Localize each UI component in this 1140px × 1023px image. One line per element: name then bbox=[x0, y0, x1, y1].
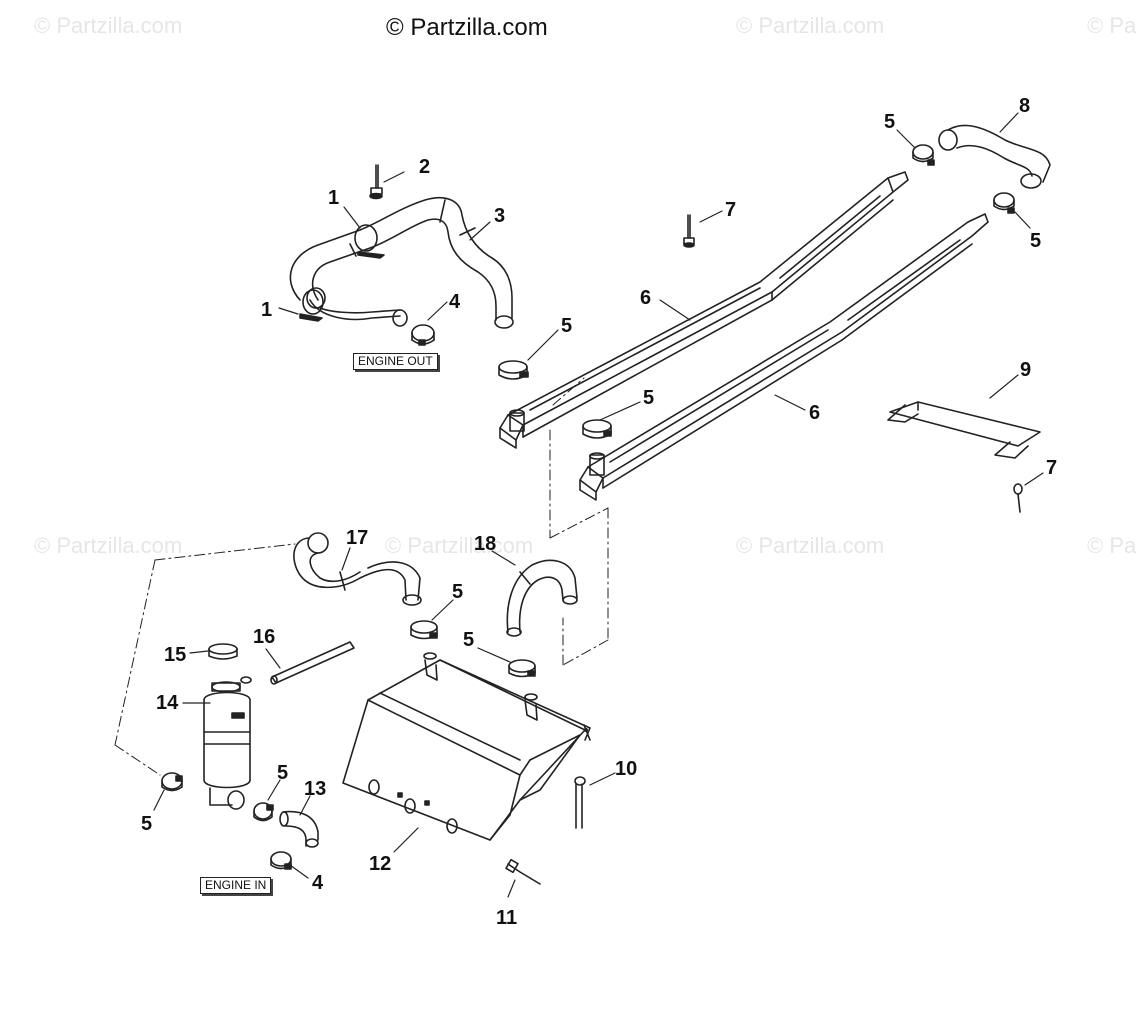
watermark: © Partzilla.com bbox=[34, 13, 183, 38]
clamp-part-1 bbox=[299, 224, 385, 322]
watermark: © Partzilla.com bbox=[385, 533, 534, 558]
hose-part-8 bbox=[938, 124, 1051, 189]
callout-4: 4 bbox=[449, 291, 461, 313]
callout-1: 1 bbox=[261, 299, 273, 321]
callout-16: 16 bbox=[253, 626, 276, 648]
callout-2: 2 bbox=[419, 156, 431, 178]
callout-11: 11 bbox=[496, 907, 518, 929]
copyright-notice: © Partzilla.com bbox=[386, 14, 548, 41]
clamp-part-4 bbox=[411, 324, 435, 346]
engine-out-label: ENGINE OUT bbox=[353, 353, 438, 370]
heat-exchanger-rail-upper bbox=[499, 171, 909, 449]
tank-part-12 bbox=[342, 652, 591, 841]
rivet-part-10 bbox=[574, 776, 586, 829]
callout-1: 1 bbox=[328, 187, 340, 209]
rivet-part-7 bbox=[1013, 483, 1023, 513]
callout-9: 9 bbox=[1020, 359, 1032, 381]
callout-5: 5 bbox=[463, 629, 475, 651]
callout-5: 5 bbox=[643, 387, 655, 409]
callout-5: 5 bbox=[884, 111, 896, 133]
cap-part-15 bbox=[208, 643, 238, 660]
clamp-part-5 bbox=[161, 144, 1015, 870]
watermark: © Partzilla.com bbox=[736, 13, 885, 38]
reservoir-part-14 bbox=[203, 676, 252, 810]
callout-4: 4 bbox=[312, 872, 324, 894]
sensor-part-11 bbox=[505, 858, 541, 885]
callout-6: 6 bbox=[809, 402, 821, 424]
bolt-part-2 bbox=[369, 164, 383, 200]
callout-13: 13 bbox=[304, 778, 327, 800]
bracket-part-9 bbox=[887, 401, 1041, 459]
leader-lines bbox=[153, 112, 1044, 898]
heat-exchanger-rail-lower bbox=[579, 213, 989, 501]
bolt-part-7 bbox=[683, 214, 695, 248]
engine-in-label: ENGINE IN bbox=[200, 877, 272, 894]
callout-3: 3 bbox=[494, 205, 506, 227]
callout-8: 8 bbox=[1019, 95, 1031, 117]
callout-5: 5 bbox=[1030, 230, 1042, 252]
hose-part-13 bbox=[279, 810, 319, 848]
callout-5: 5 bbox=[452, 581, 464, 603]
watermark: © Partzilla.com bbox=[34, 533, 183, 558]
callout-14: 14 bbox=[156, 692, 179, 714]
callout-18: 18 bbox=[474, 533, 497, 555]
callout-10: 10 bbox=[615, 758, 638, 780]
hose-part-17 bbox=[293, 532, 422, 606]
callout-12: 12 bbox=[369, 853, 392, 875]
callout-15: 15 bbox=[164, 644, 187, 666]
engine-out-hose bbox=[289, 196, 514, 329]
watermark: © Pa bbox=[1087, 533, 1137, 558]
reference-lines bbox=[114, 377, 609, 776]
tube-part-16 bbox=[270, 641, 355, 685]
watermark: © Partzilla.com bbox=[736, 533, 885, 558]
callout-17: 17 bbox=[346, 527, 369, 549]
callout-7: 7 bbox=[725, 199, 737, 221]
callout-5: 5 bbox=[277, 762, 289, 784]
callout-5: 5 bbox=[141, 813, 153, 835]
hose-part-18 bbox=[506, 559, 578, 637]
callout-6: 6 bbox=[640, 287, 652, 309]
callout-5: 5 bbox=[561, 315, 573, 337]
watermark: © Pa bbox=[1087, 13, 1137, 38]
callout-7: 7 bbox=[1046, 457, 1058, 479]
